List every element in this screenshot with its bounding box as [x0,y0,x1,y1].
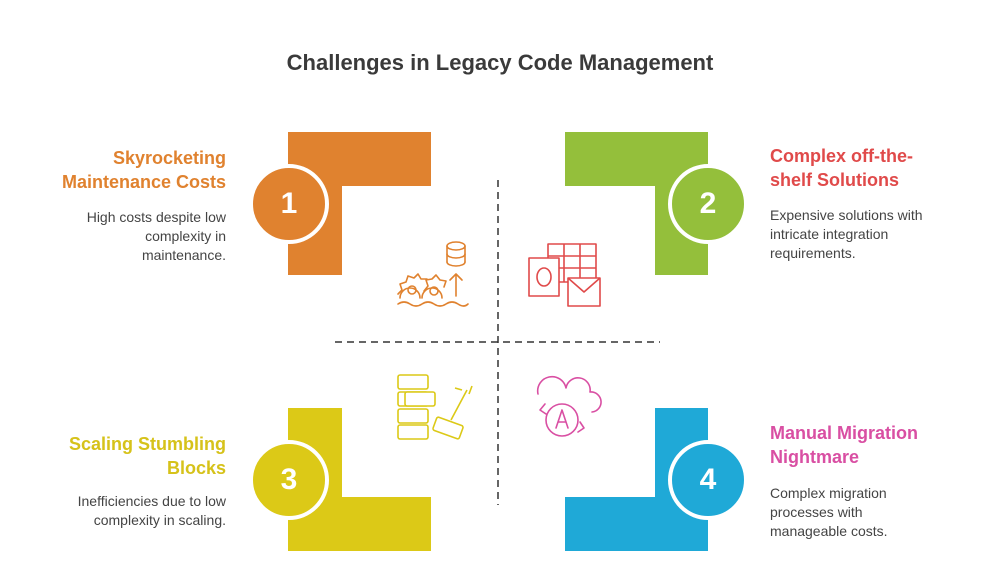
quadrant-1-shape [288,132,431,275]
quadrant-1-number: 1 [249,164,329,244]
quadrant-2-shape [565,132,708,275]
cloud-sync-icon [536,375,602,437]
page-title: Challenges in Legacy Code Management [286,50,714,75]
quadrant-2-heading: Complex off-the-shelf Solutions [770,146,913,190]
quadrant-4-number: 4 [668,440,748,520]
quadrant-2-number: 2 [668,164,748,244]
gears-database-icon [397,241,469,307]
blocks-hammer-icon [397,374,473,440]
quadrant-3-number: 3 [249,440,329,520]
quadrant-3-shape [288,408,431,551]
office-apps-icon [528,243,601,307]
quadrant-4-shape [565,408,708,551]
